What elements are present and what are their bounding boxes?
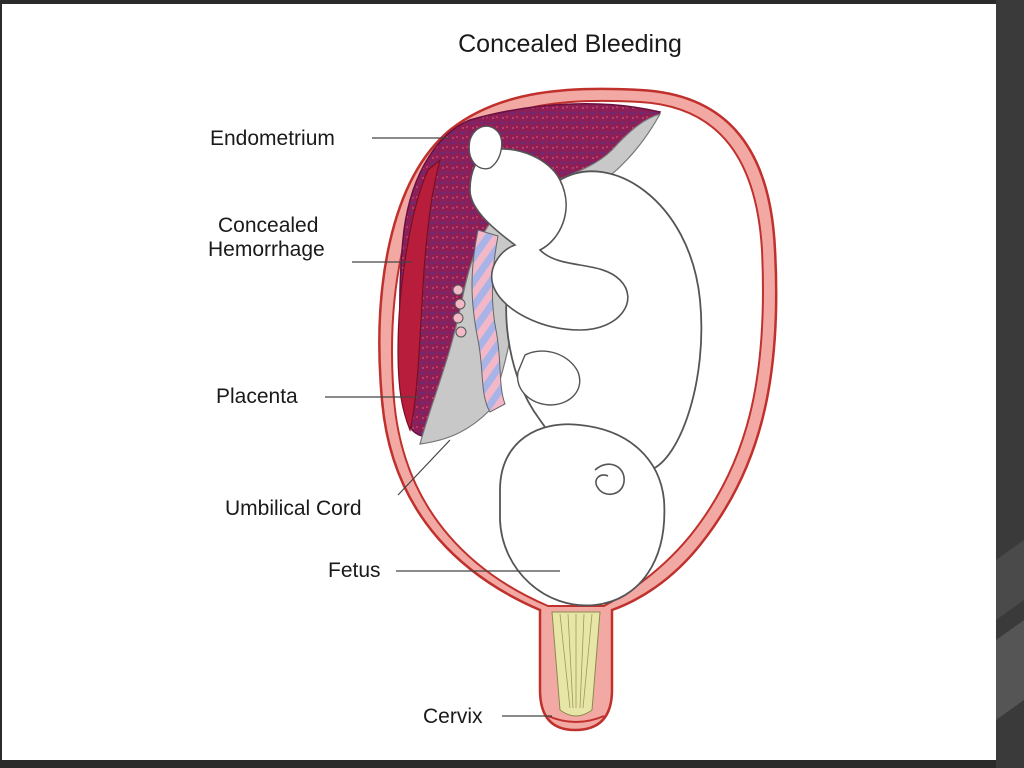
umbilical-cord bbox=[471, 229, 506, 413]
label-concealed: Concealed bbox=[218, 214, 319, 237]
fetus-head bbox=[499, 423, 666, 607]
cervix-os bbox=[547, 715, 605, 723]
label-fetus: Fetus bbox=[328, 559, 381, 582]
label-hemorrhage: Hemorrhage bbox=[208, 238, 325, 261]
diagram-title: Concealed Bleeding bbox=[458, 30, 682, 58]
fetus-foot bbox=[468, 125, 503, 170]
placental-vessels bbox=[452, 284, 467, 338]
cervical-canal-lines bbox=[559, 613, 593, 709]
label-placenta: Placenta bbox=[216, 385, 298, 408]
fetus-legs bbox=[469, 148, 629, 331]
fetus-ear bbox=[594, 463, 625, 495]
leader-umbilical-cord bbox=[397, 439, 451, 496]
concealed-hemorrhage bbox=[397, 158, 442, 432]
label-umbilical-cord: Umbilical Cord bbox=[225, 497, 362, 520]
fetus-hand bbox=[516, 350, 581, 406]
label-endometrium: Endometrium bbox=[210, 127, 335, 150]
leader-lines bbox=[325, 137, 560, 717]
label-cervix: Cervix bbox=[423, 705, 483, 728]
